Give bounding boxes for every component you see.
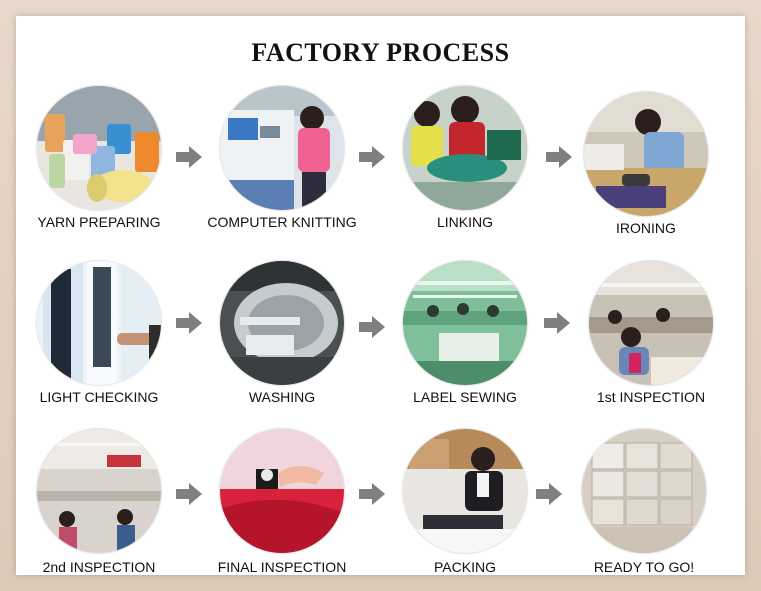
step-label: LIGHT CHECKING [39,389,159,405]
factory-floor-photo [37,429,161,553]
arrow-right-icon [176,312,202,334]
step-final-inspection: FINAL INSPECTION [217,429,347,575]
step-label: PACKING [434,559,496,575]
step-washing: WASHING [217,261,347,411]
step-label: LINKING [436,214,493,230]
packing-worker-photo [403,429,527,553]
step-linking: LINKING [400,86,530,236]
step-yarn-preparing: YARN PREPARING [34,86,164,236]
step-label: YARN PREPARING [37,214,161,230]
arrow-right-icon [176,146,202,168]
yarn-spools-photo [37,86,161,210]
linking-workers-photo [403,86,527,210]
arrow-right-icon [546,146,572,168]
step-2nd-inspection: 2nd INSPECTION [34,429,164,575]
step-label: READY TO GO! [593,559,695,575]
arrow-right-icon [359,483,385,505]
step-label: 1st INSPECTION [596,389,706,405]
knitting-machine-photo [220,86,344,210]
inspection-room-photo [589,261,713,385]
arrow-right-icon [536,483,562,505]
arrow-right-icon [176,483,202,505]
step-computer-knitting: COMPUTER KNITTING [207,86,357,236]
step-label-sewing: LABEL SEWING [400,261,530,411]
step-label: COMPUTER KNITTING [207,214,357,230]
step-label: WASHING [248,389,316,405]
sewing-floor-photo [403,261,527,385]
process-card: FACTORY PROCESS YARN PREPARING [16,16,745,575]
light-table-photo [37,261,161,385]
arrow-right-icon [359,146,385,168]
ironing-worker-photo [584,92,708,216]
arrow-right-icon [544,312,570,334]
washing-machine-photo [220,261,344,385]
page-title: FACTORY PROCESS [251,38,510,67]
step-ironing: IRONING [581,92,711,242]
step-light-checking: LIGHT CHECKING [34,261,164,411]
step-label: LABEL SEWING [413,389,517,405]
carton-boxes-photo [582,429,706,553]
step-label: 2nd INSPECTION [42,559,156,575]
step-ready-to-go: READY TO GO! [579,429,709,575]
arrow-right-icon [359,316,385,338]
step-packing: PACKING [400,429,530,575]
step-label: IRONING [616,220,676,236]
step-1st-inspection: 1st INSPECTION [586,261,716,411]
step-label: FINAL INSPECTION [217,559,347,575]
magnifier-check-photo [220,429,344,553]
